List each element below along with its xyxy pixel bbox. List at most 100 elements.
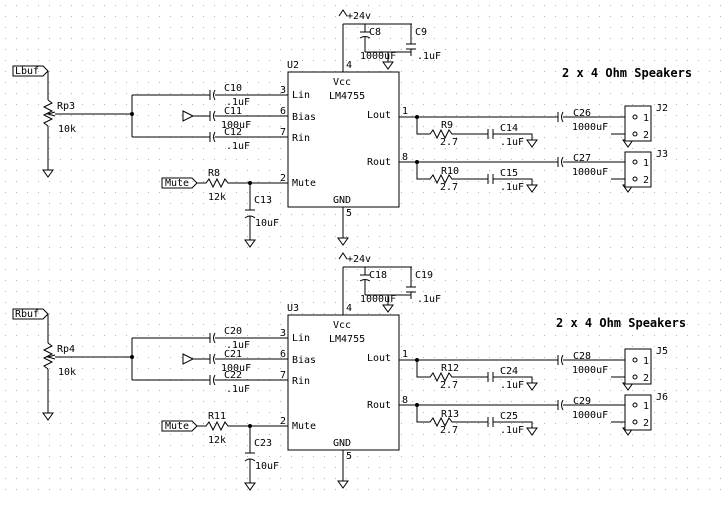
output-cap-b[interactable] — [399, 156, 628, 168]
connector-ref: J6 — [656, 392, 668, 403]
pin-number: 8 — [402, 152, 408, 163]
output-cap-a[interactable] — [399, 354, 628, 366]
amplifier-lower: 2 x 4 Ohm Speakers Rbuf Rp4 10k C20 .1uF… — [12, 252, 686, 491]
pin-number: 2 — [280, 173, 286, 184]
pin-number: 4 — [346, 60, 352, 71]
pin-number: 1 — [643, 401, 649, 412]
supply-arrow — [338, 252, 348, 315]
pin-number: 2 — [643, 373, 649, 384]
res-value: 2.7 — [440, 380, 458, 391]
cap-ref: C11 — [224, 106, 242, 117]
resistor-mute[interactable] — [197, 177, 288, 189]
capacitor-bias[interactable] — [182, 110, 288, 122]
input-port[interactable]: Rbuf — [12, 308, 49, 320]
ic-lm4755[interactable] — [287, 314, 400, 451]
capacitor-lin[interactable] — [209, 89, 288, 101]
pin-number: 6 — [280, 349, 286, 360]
supply-capacitors[interactable] — [343, 266, 416, 299]
output-cap-b[interactable] — [399, 399, 628, 411]
capacitor-rin[interactable] — [209, 374, 288, 386]
supply-capacitors[interactable] — [343, 23, 416, 56]
zobel-network-b[interactable] — [416, 405, 538, 436]
output-cap-a[interactable] — [399, 111, 628, 123]
input-port-label: Lbuf — [15, 66, 39, 77]
capacitor-rin[interactable] — [209, 131, 288, 143]
mute-port[interactable]: Mute — [161, 420, 198, 432]
cap-ref: C10 — [224, 83, 242, 94]
capacitor-bias[interactable] — [182, 353, 288, 365]
ic-ref: U2 — [287, 60, 299, 71]
ground-symbol — [42, 369, 54, 421]
cap-value: .1uF — [226, 97, 250, 108]
cap-ref: C22 — [224, 370, 242, 381]
res-value: 2.7 — [440, 425, 458, 436]
capacitor-lin[interactable] — [209, 332, 288, 344]
cap-ref: C15 — [500, 168, 518, 179]
cap-value: .1uF — [417, 51, 441, 62]
ground-symbol — [337, 450, 349, 489]
pin-number: 2 — [280, 416, 286, 427]
cap-value: .1uF — [500, 380, 524, 391]
capacitor-mute[interactable] — [244, 426, 256, 491]
cap-ref: C26 — [573, 108, 591, 119]
input-port-label: Rbuf — [15, 309, 39, 320]
pin-label: Lout — [367, 110, 391, 121]
res-value: 2.7 — [440, 137, 458, 148]
cap-value: 100uF — [221, 120, 251, 131]
capacitor-mute[interactable] — [244, 183, 256, 248]
pin-number: 2 — [643, 175, 649, 186]
pin-number: 4 — [346, 303, 352, 314]
pot-ref: Rp4 — [57, 344, 75, 355]
input-port[interactable]: Lbuf — [12, 65, 49, 77]
connector-ref: J2 — [656, 103, 668, 114]
pin-label: Vcc — [333, 320, 351, 331]
cap-ref: C12 — [224, 127, 242, 138]
mute-port[interactable]: Mute — [161, 177, 198, 189]
zobel-network-a[interactable] — [416, 117, 538, 148]
zobel-network-b[interactable] — [416, 162, 538, 193]
pin-label: Rout — [367, 157, 391, 168]
potentiometer[interactable] — [42, 342, 56, 370]
speaker-connector-a[interactable]: 1 2 J2 — [624, 103, 668, 142]
pin-label: Bias — [292, 112, 316, 123]
potentiometer[interactable] — [42, 99, 56, 127]
pin-label: Rin — [292, 133, 310, 144]
mute-port-label: Mute — [165, 421, 189, 432]
cap-value: .1uF — [226, 384, 250, 395]
pin-label: GND — [333, 438, 351, 449]
pin-number: 1 — [402, 349, 408, 360]
pin-number: 1 — [643, 113, 649, 124]
cap-value: .1uF — [226, 141, 250, 152]
res-ref: R13 — [441, 409, 459, 420]
cap-value: 1000uF — [572, 365, 608, 376]
speaker-connector-b[interactable]: 1 2 J3 — [624, 149, 668, 188]
pin-number: 2 — [643, 130, 649, 141]
zobel-network-a[interactable] — [416, 360, 538, 391]
junction — [130, 355, 134, 359]
cap-ref: C21 — [224, 349, 242, 360]
pin-label: GND — [333, 195, 351, 206]
res-ref: R11 — [208, 411, 226, 422]
res-ref: R9 — [441, 120, 453, 131]
pin-label: Lout — [367, 353, 391, 364]
cap-ref: C19 — [415, 270, 433, 281]
cap-ref: C23 — [254, 438, 272, 449]
pin-number: 1 — [643, 356, 649, 367]
ic-lm4755[interactable] — [287, 71, 400, 208]
speaker-connector-a[interactable]: 1 2 J5 — [624, 346, 668, 385]
cap-ref: C18 — [369, 270, 387, 281]
res-value: 12k — [208, 192, 226, 203]
ground-symbol — [42, 126, 54, 178]
speaker-connector-b[interactable]: 1 2 J6 — [624, 392, 668, 431]
ic-part: LM4755 — [329, 91, 365, 102]
resistor-mute[interactable] — [197, 420, 288, 432]
pin-number: 3 — [280, 85, 286, 96]
ground-symbol — [382, 295, 394, 313]
pin-label: Rout — [367, 400, 391, 411]
supply-arrow — [338, 9, 348, 72]
cap-ref: C27 — [573, 153, 591, 164]
pot-value: 10k — [58, 124, 76, 135]
cap-value: 10uF — [255, 461, 279, 472]
cap-value: .1uF — [417, 294, 441, 305]
